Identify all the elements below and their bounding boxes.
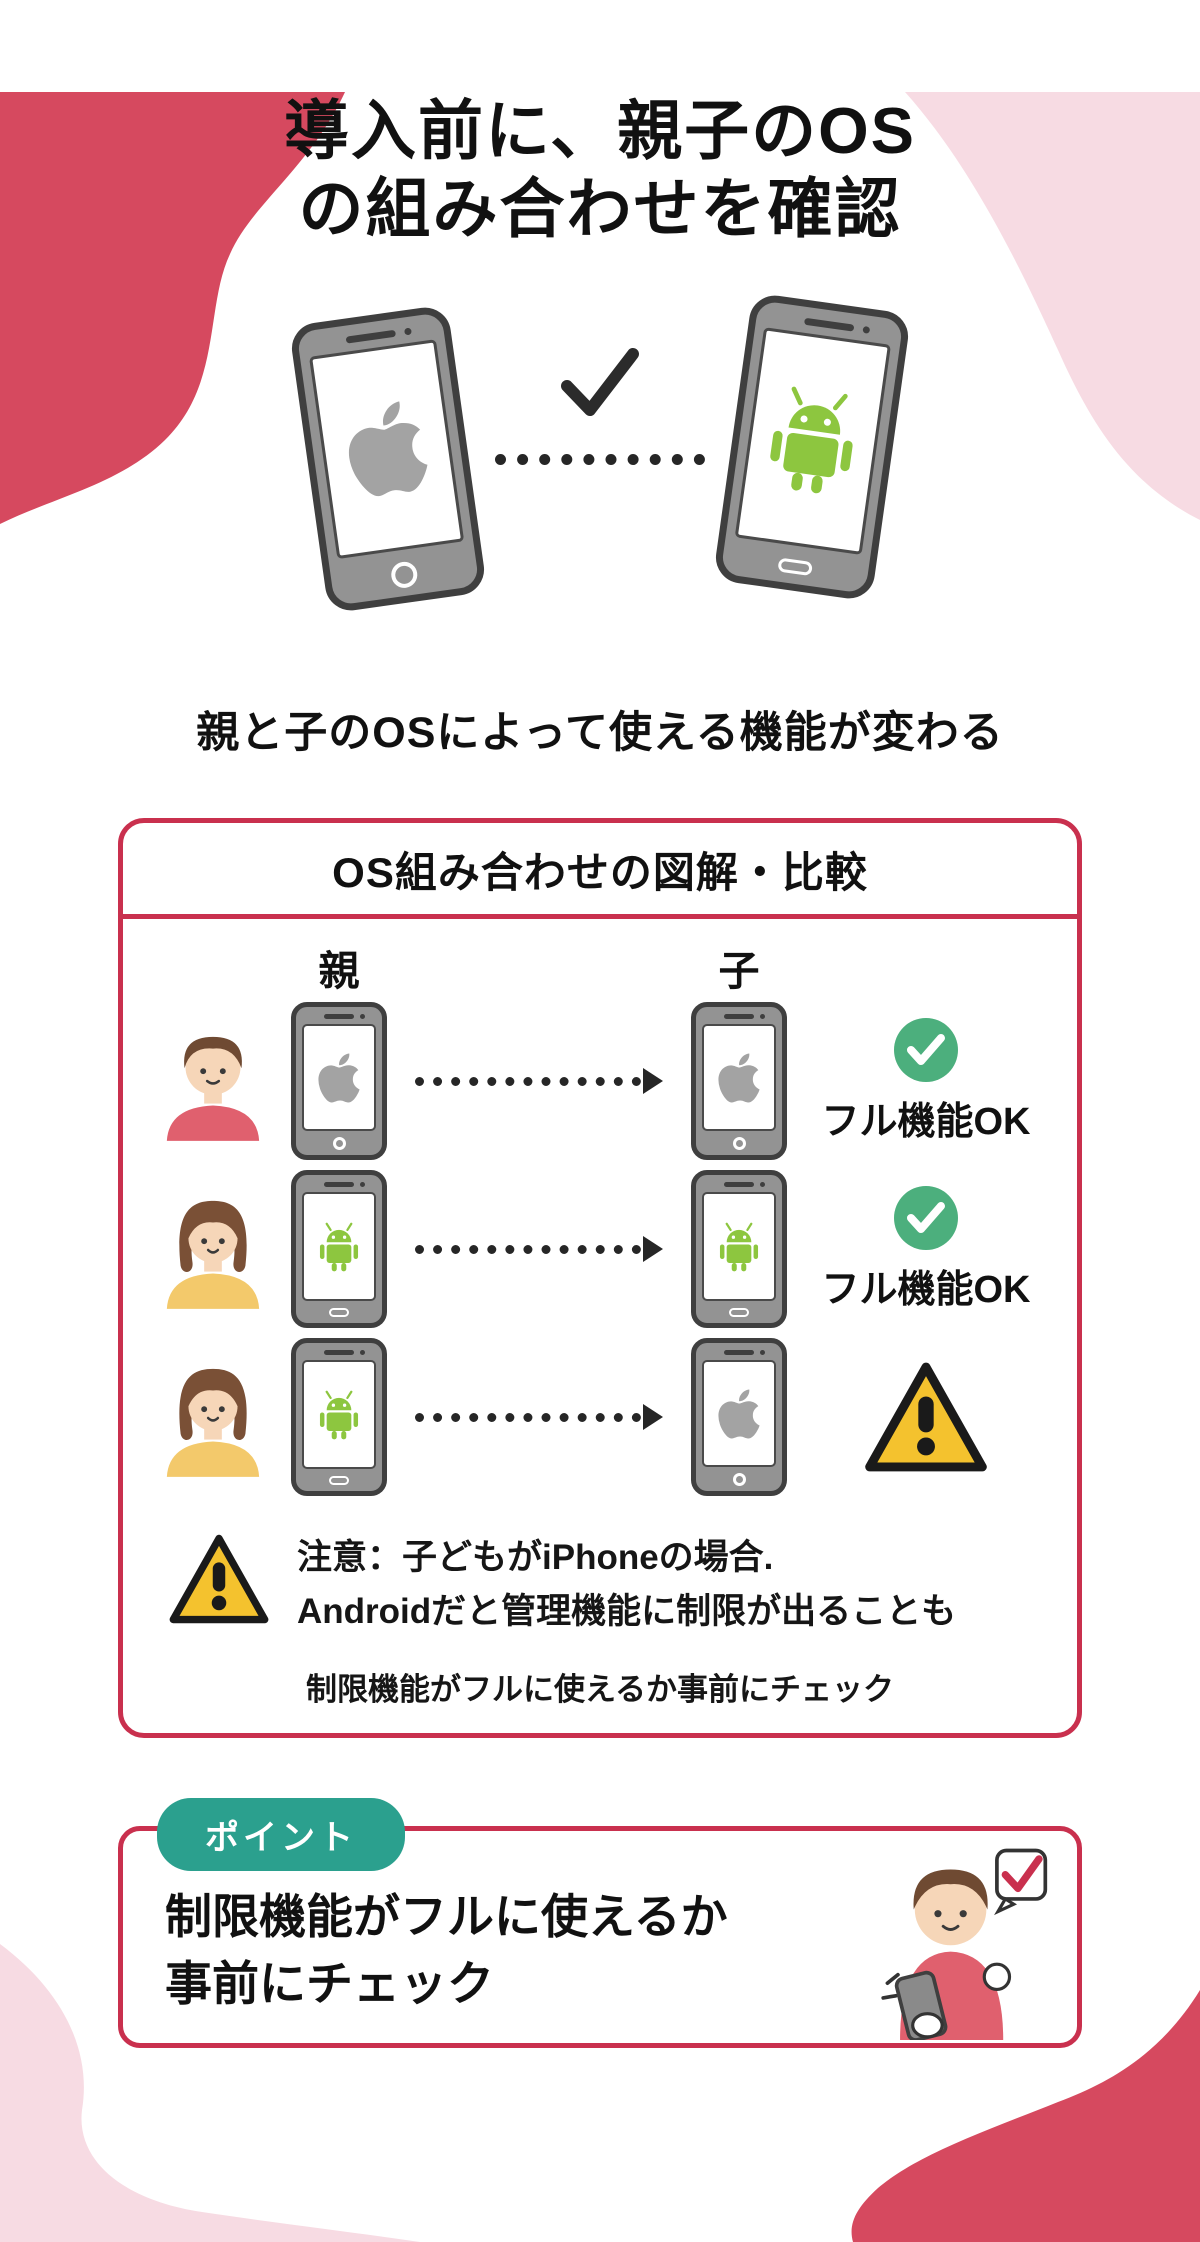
phone-camera-dot: [862, 325, 871, 334]
status-ok: フル機能OK: [801, 1185, 1051, 1313]
header-divider: [123, 914, 1077, 919]
success-check-icon: [894, 1017, 958, 1082]
phone-camera-dot: [359, 1350, 365, 1355]
parent-phone-android: [291, 1170, 387, 1328]
warning-triangle-icon: [862, 1358, 990, 1476]
phone-speaker: [724, 1350, 765, 1355]
apple-logo-icon: [317, 1050, 361, 1106]
apple-logo-icon: [717, 1386, 761, 1442]
point-line2: 事前にチェック: [165, 1956, 494, 2010]
status-warning: [801, 1358, 1051, 1476]
hero-iphone: [288, 304, 488, 614]
android-screen: [734, 327, 891, 555]
apple-logo-icon: [339, 392, 435, 506]
point-box: ポイント 制限機能がフルに使えるか 事前にチェック: [118, 1797, 1082, 2048]
iphone-home-button: [732, 1137, 746, 1150]
hero-android-phone: [712, 292, 912, 602]
page-title-line2: の組み合わせを確認: [298, 172, 902, 245]
android-home-button: [729, 1308, 749, 1317]
phone-speaker: [724, 1182, 765, 1187]
check-icon: [561, 348, 639, 416]
parent-avatar: [149, 1357, 277, 1477]
android-robot-icon: [311, 1220, 367, 1274]
child-phone-ios: [691, 1002, 787, 1160]
parent-avatar: [149, 1189, 277, 1309]
apple-logo-icon: [717, 1050, 761, 1106]
dotted-arrow: [401, 1404, 677, 1430]
child-phone-android: [691, 1170, 787, 1328]
phone-camera-dot: [403, 327, 412, 336]
dotted-arrow: [401, 1236, 677, 1262]
phone-screen: [302, 1024, 376, 1131]
phone-camera-dot: [359, 1014, 365, 1019]
status-ok: フル機能OK: [801, 1017, 1051, 1145]
subtitle: 親と子のOSによって使える機能が変わる: [196, 709, 1004, 757]
caution-note: 注意：子どもがiPhoneの場合. Androidだと管理機能に制限が出ることも: [149, 1531, 1051, 1640]
iphone-screen: [309, 339, 465, 560]
point-text: 制限機能がフルに使えるか 事前にチェック: [123, 1856, 859, 2017]
dotted-connector: [495, 454, 705, 465]
hero-illustration: [280, 292, 920, 636]
phone-screen: [702, 1024, 776, 1131]
page-title-line1: 導入前に、親子のOS: [284, 94, 916, 167]
iphone-home-button: [332, 1137, 346, 1150]
status-label: フル機能OK: [821, 1268, 1031, 1311]
comparison-footer-note: 制限機能がフルに使えるか事前にチェック: [305, 1671, 895, 1707]
android-robot-icon: [747, 377, 879, 504]
table-row-android-to-android: フル機能OK: [149, 1165, 1051, 1333]
point-line1: 制限機能がフルに使えるか: [165, 1889, 728, 1943]
status-label: フル機能OK: [821, 1100, 1031, 1143]
parent-avatar: [149, 1021, 277, 1141]
warning-triangle-icon: [167, 1531, 271, 1627]
phone-speaker: [324, 1350, 365, 1355]
page-title: 導入前に、親子のOS の組み合わせを確認: [70, 92, 1130, 248]
phone-speaker: [345, 327, 412, 344]
comparison-box-header: OS組み合わせの図解・比較: [123, 823, 1077, 914]
android-home-button: [777, 557, 813, 577]
table-row-android-to-ios: [149, 1333, 1051, 1501]
iphone-home-button: [732, 1473, 746, 1486]
caution-note-text: 注意：子どもがiPhoneの場合. Androidだと管理機能に制限が出ることも: [297, 1531, 956, 1640]
parent-phone-android: [291, 1338, 387, 1496]
phone-camera-dot: [359, 1182, 365, 1187]
success-check-icon: [894, 1185, 958, 1250]
blob-top-left: [0, 92, 345, 524]
point-badge: ポイント: [157, 1797, 405, 1871]
column-headers: 親 子: [149, 937, 1051, 997]
column-header-child: 子: [718, 948, 760, 994]
dotted-arrow: [401, 1068, 677, 1094]
phone-camera-dot: [759, 1350, 765, 1355]
table-row-ios-to-ios: フル機能OK: [149, 997, 1051, 1165]
android-robot-icon: [311, 1388, 367, 1442]
comparison-box-body: 親 子: [123, 919, 1077, 1733]
phone-camera-dot: [759, 1014, 765, 1019]
parent-phone-ios: [291, 1002, 387, 1160]
caution-line2: Androidだと管理機能に制限が出ることも: [297, 1592, 957, 1632]
comparison-box-title: OS組み合わせの図解・比較: [332, 849, 868, 896]
android-home-button: [329, 1476, 349, 1485]
android-home-button: [329, 1308, 349, 1317]
android-robot-icon: [711, 1220, 767, 1274]
phone-speaker: [724, 1014, 765, 1019]
column-header-parent: 親: [318, 948, 360, 994]
child-phone-ios: [691, 1338, 787, 1496]
caution-line1: 注意：子どもがiPhoneの場合.: [297, 1538, 774, 1577]
phone-speaker: [324, 1014, 365, 1019]
phone-speaker: [804, 317, 871, 334]
phone-screen: [302, 1360, 376, 1469]
phone-screen: [702, 1192, 776, 1301]
phone-speaker: [324, 1182, 365, 1187]
blob-top-right: [905, 92, 1200, 520]
phone-screen: [702, 1360, 776, 1467]
phone-camera-dot: [759, 1182, 765, 1187]
phone-screen: [302, 1192, 376, 1301]
iphone-home-button: [389, 560, 419, 590]
boy-checking-phone-illustration: [881, 1848, 1048, 2040]
comparison-box: OS組み合わせの図解・比較 親 子: [118, 818, 1082, 1738]
